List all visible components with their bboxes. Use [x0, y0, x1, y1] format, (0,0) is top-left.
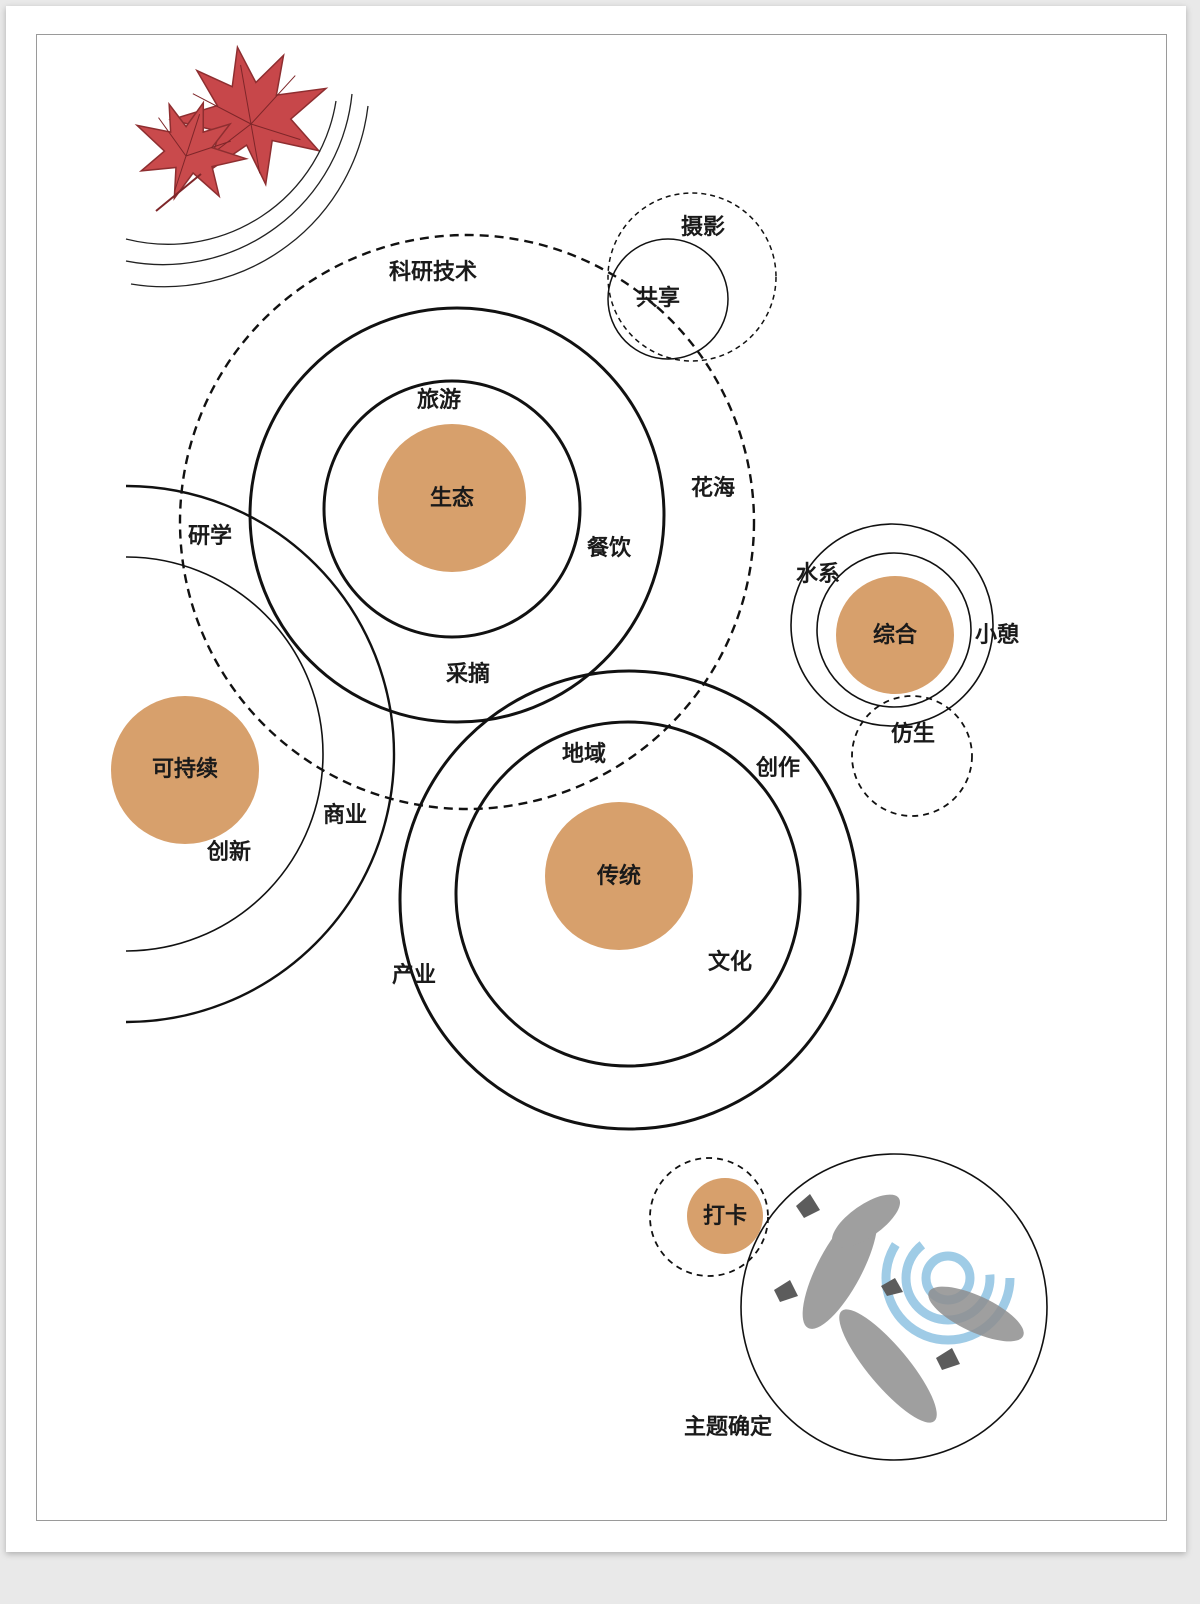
- eco-outer-ring: [248, 306, 666, 724]
- eco-inner-ring: [322, 379, 582, 639]
- label-study: 研学: [188, 523, 232, 549]
- industry-ring: [398, 669, 860, 1131]
- label-share: 共享: [636, 285, 680, 311]
- comprehensive-core-label: 综合: [873, 622, 918, 648]
- eco-core-label: 生态: [430, 485, 474, 511]
- sustainable-rings: [126, 484, 396, 1024]
- bionic-dashed-ring: [851, 695, 973, 817]
- label-culture: 文化: [708, 949, 752, 975]
- label-business: 商业: [323, 802, 367, 828]
- theme-ring: [740, 1153, 1048, 1461]
- label-theme: 主题确定: [684, 1414, 772, 1440]
- page: 生态 可持续 传统 综合: [6, 6, 1186, 1552]
- page-border: [36, 34, 1167, 1521]
- photo-dashed-ring: [607, 192, 777, 362]
- rest-ring: [816, 552, 972, 708]
- maple-leaf-icon: [134, 44, 329, 212]
- sustainable-core: [111, 696, 259, 844]
- traditional-core-label: 传统: [596, 863, 641, 889]
- traditional-core: [545, 802, 693, 950]
- comprehensive-core: [836, 576, 954, 694]
- culture-ring: [454, 720, 802, 1068]
- label-creation: 创作: [755, 756, 800, 781]
- sustainable-core-label: 可持续: [152, 756, 218, 782]
- share-ring: [607, 238, 729, 360]
- label-tourism: 旅游: [417, 387, 461, 413]
- research-tech-dashed-ring: [178, 233, 756, 811]
- checkin-core: [687, 1178, 763, 1254]
- label-region: 地域: [562, 741, 606, 767]
- koi-fish-illustration: [774, 1194, 1024, 1423]
- label-rest: 小憩: [975, 622, 1019, 648]
- ripple-arcs: [125, 93, 369, 288]
- checkin-dashed-ring: [649, 1157, 769, 1277]
- checkin-core-label: 打卡: [703, 1204, 747, 1229]
- eco-core: [378, 424, 526, 572]
- label-dining: 餐饮: [587, 536, 632, 561]
- label-photo: 摄影: [681, 215, 725, 240]
- concept-circle-diagram: 生态 可持续 传统 综合: [111, 44, 1048, 1461]
- label-bionic: 仿生: [891, 721, 935, 747]
- water-ring: [790, 523, 994, 727]
- label-research-tech: 科研技术: [389, 260, 477, 285]
- label-industry: 产业: [392, 963, 436, 988]
- label-picking: 采摘: [446, 661, 490, 687]
- label-water: 水系: [796, 562, 840, 587]
- label-flower-sea: 花海: [691, 475, 735, 501]
- label-innovation: 创新: [206, 839, 251, 865]
